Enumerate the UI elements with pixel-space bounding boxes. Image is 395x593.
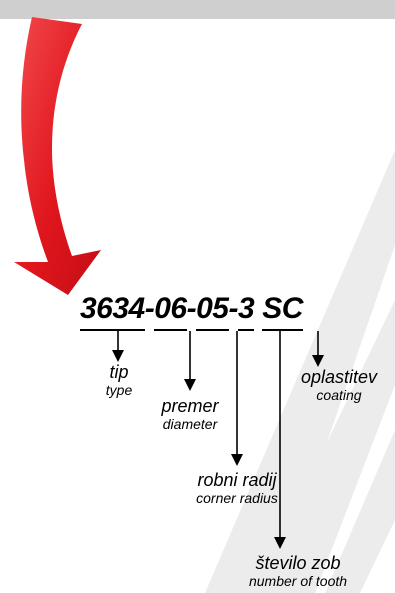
label-type-sl: tip [88,362,150,382]
label-coating-sl: oplastitev [286,367,392,387]
label-diameter-sl: premer [142,396,238,416]
label-type: tip type [88,362,150,399]
label-corner-radius-en: corner radius [164,490,310,507]
label-number-of-tooth: število zob number of tooth [213,553,383,590]
label-diameter-en: diameter [142,416,238,433]
label-coating-en: coating [286,387,392,404]
tooth-arrowhead [274,537,286,549]
radius-arrowhead [231,454,243,466]
type-arrowhead [112,350,124,362]
label-number-of-tooth-en: number of tooth [213,573,383,590]
label-coating: oplastitev coating [286,367,392,404]
coating-arrowhead [312,355,324,367]
label-number-of-tooth-sl: število zob [213,553,383,573]
diameter-arrowhead [184,379,196,391]
label-corner-radius: robni radij corner radius [164,470,310,507]
label-corner-radius-sl: robni radij [164,470,310,490]
label-type-en: type [88,382,150,399]
label-diameter: premer diameter [142,396,238,433]
